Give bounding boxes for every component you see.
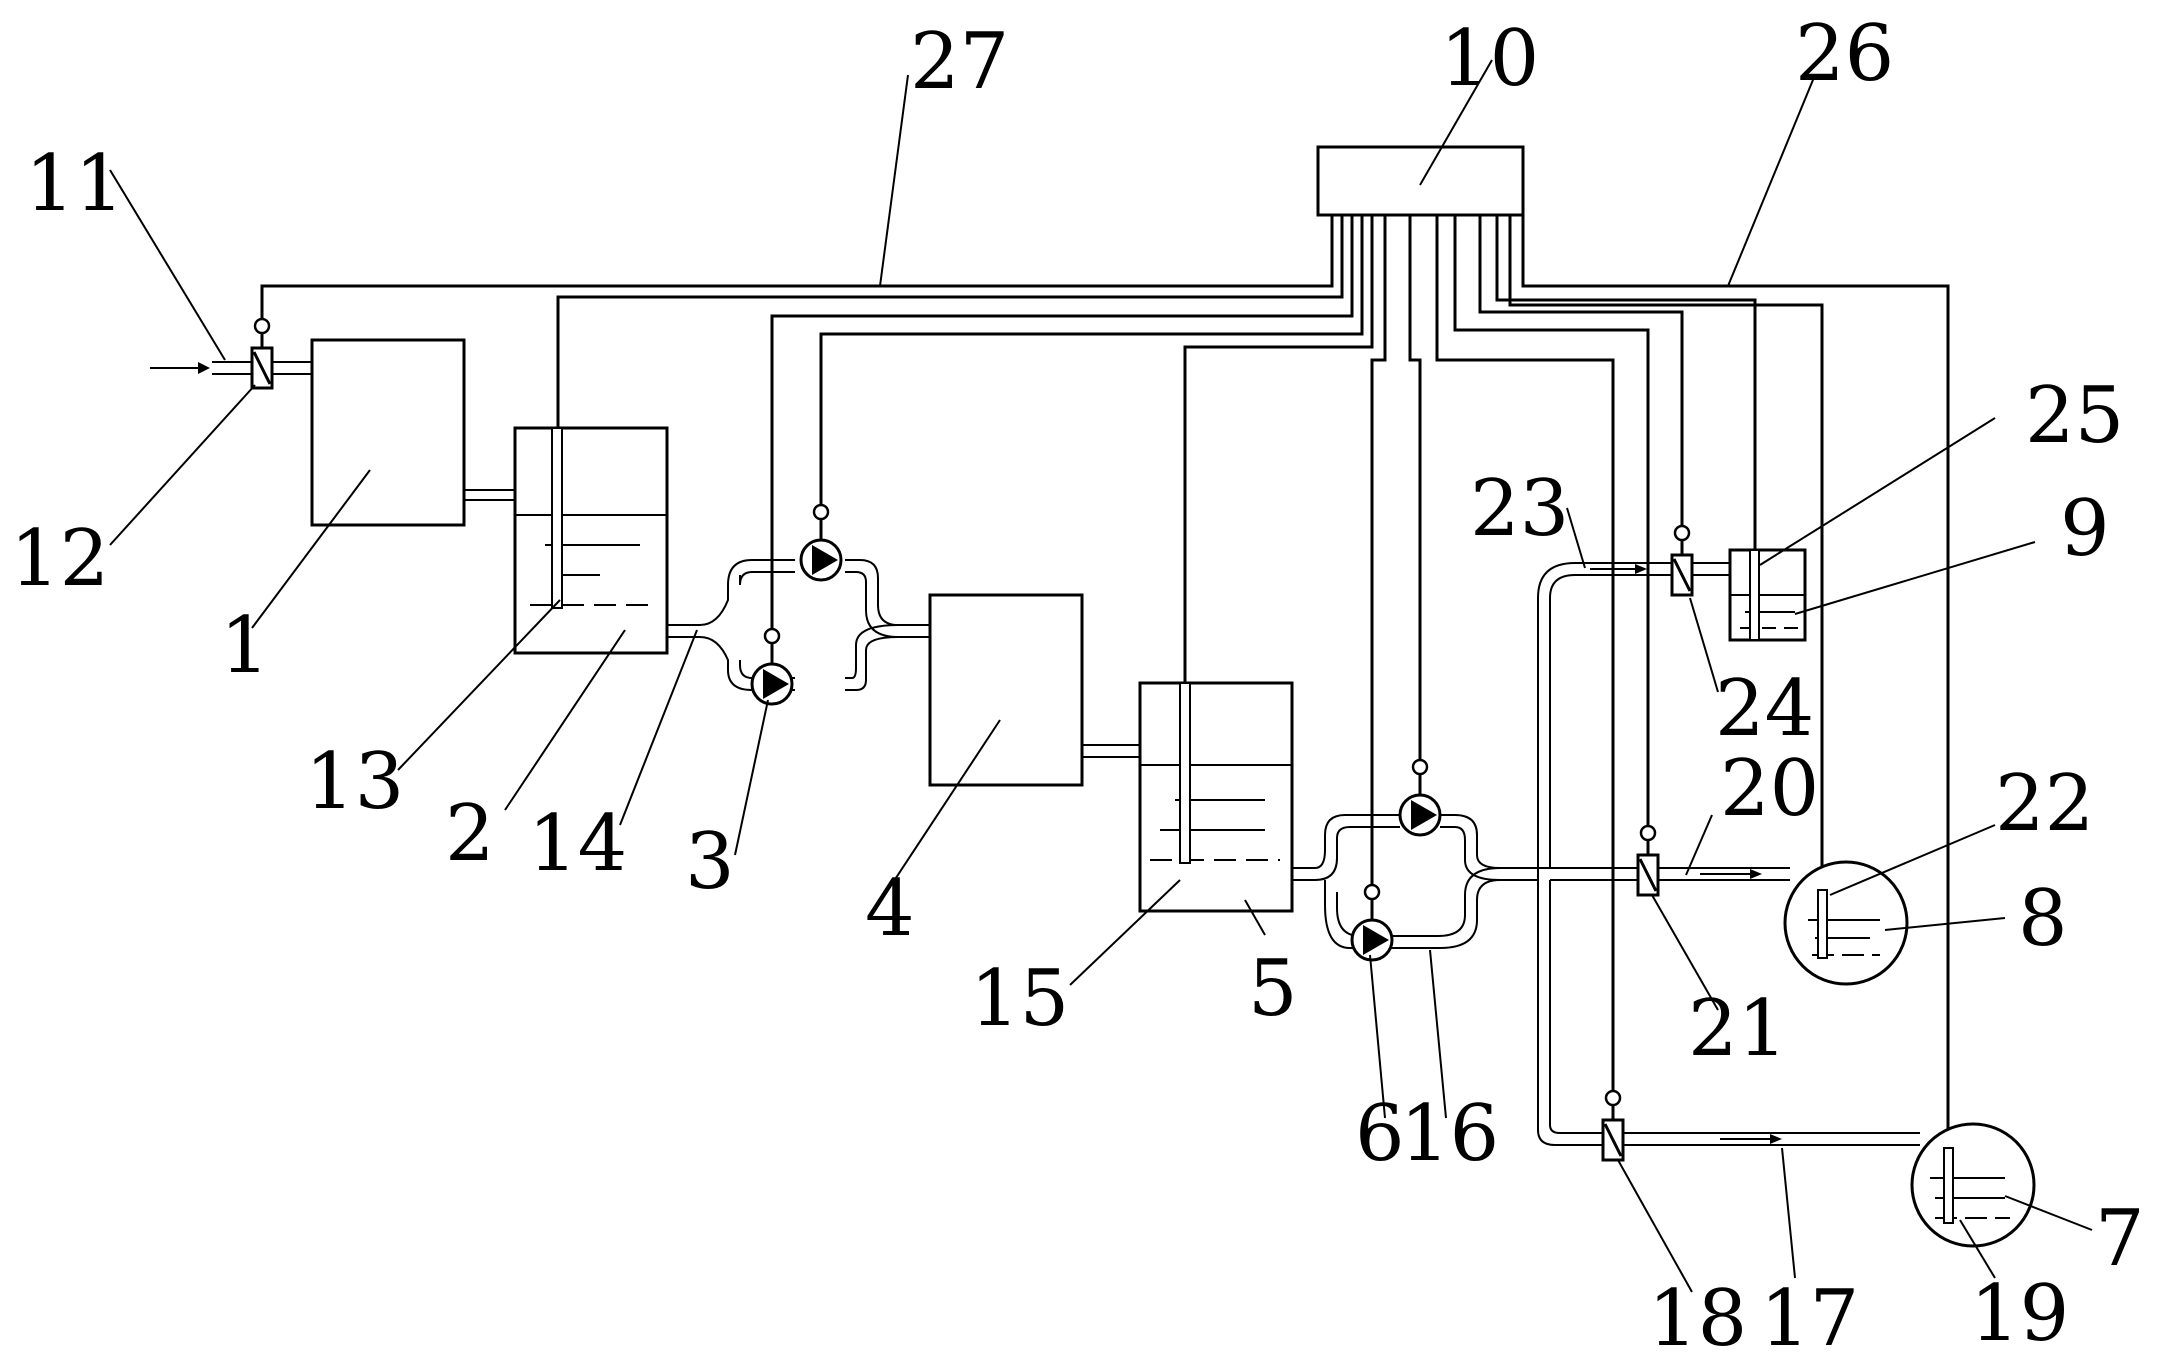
label-19: 19: [1970, 1269, 2069, 1359]
vessel-7: [1910, 1122, 2036, 1248]
control-wires: [260, 180, 1950, 1160]
valve-12: [250, 317, 274, 390]
label-10: 10: [1440, 14, 1539, 104]
label-27: 27: [910, 17, 1009, 107]
distribution-manifold: [1530, 562, 1920, 1146]
pipe-16: [1292, 814, 1530, 949]
tank-5: [1138, 681, 1294, 913]
label-9: 9: [2060, 484, 2110, 574]
vessel-9: [1728, 548, 1807, 642]
valve-21: [1636, 824, 1660, 897]
pump-6-upper: [1398, 758, 1442, 837]
label-3: 3: [685, 817, 735, 907]
tank-4: [928, 593, 1084, 787]
label-4: 4: [865, 864, 915, 954]
label-5: 5: [1248, 944, 1298, 1034]
inlet-pipe: [150, 361, 312, 375]
label-8: 8: [2018, 874, 2068, 964]
label-17: 17: [1760, 1274, 1859, 1364]
label-26: 26: [1795, 9, 1894, 99]
pump-3-lower: [750, 627, 794, 706]
pump-3-upper: [799, 503, 843, 582]
label-6: 6: [1355, 1089, 1405, 1179]
label-16: 16: [1400, 1089, 1499, 1179]
pump-6-lower: [1350, 883, 1394, 962]
label-21: 21: [1688, 984, 1787, 1074]
label-12: 12: [10, 514, 109, 604]
valve-24: [1670, 524, 1694, 597]
leader-lines: [109, 59, 2093, 1293]
label-14: 14: [528, 799, 627, 889]
label-15: 15: [970, 954, 1069, 1044]
tank-2: [513, 426, 669, 655]
tank-1: [310, 338, 466, 527]
valve-18: [1601, 1089, 1625, 1162]
pipe-14: [667, 559, 930, 691]
label-1: 1: [220, 601, 270, 691]
label-18: 18: [1648, 1274, 1747, 1364]
vessel-8: [1783, 860, 1909, 986]
label-20: 20: [1720, 744, 1819, 834]
label-11: 11: [25, 139, 124, 229]
label-23: 23: [1470, 464, 1569, 554]
controller-box-10: [1316, 145, 1525, 217]
label-13: 13: [305, 737, 404, 827]
label-25: 25: [2025, 371, 2124, 461]
label-24: 24: [1715, 664, 1814, 754]
label-7: 7: [2095, 1194, 2145, 1284]
component-labels: 11 12 1 13 2 14 3 4 15 5 6 16 18 17 19 7…: [10, 9, 2145, 1364]
label-22: 22: [1995, 759, 2094, 849]
label-2: 2: [445, 789, 495, 879]
